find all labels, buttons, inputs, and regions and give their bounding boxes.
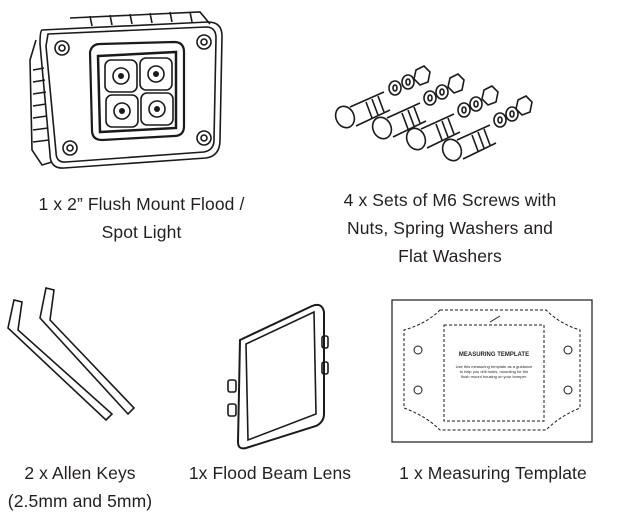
washers-and-nuts (388, 65, 533, 128)
screw-3 (405, 113, 461, 151)
caption-allen-keys: 2 x Allen Keys (2.5mm and 5mm) (7, 463, 153, 511)
caption-measuring-template: 1 x Measuring Template (399, 463, 587, 483)
template-title: MEASURING TEMPLATE (458, 352, 530, 358)
screw-1 (334, 91, 391, 129)
screw-4 (441, 124, 497, 162)
template-body: Use this measuring template as a guidanc… (455, 364, 533, 379)
caption-flush-mount-light: 1 x 2” Flush Mount Flood / Spot Light (38, 194, 245, 242)
caption-flood-beam-lens: 1x Flood Beam Lens (188, 463, 352, 483)
screw-2 (371, 102, 427, 140)
caption-m6-screws: 4 x Sets of M6 Screws with Nuts, Spring … (343, 190, 557, 266)
